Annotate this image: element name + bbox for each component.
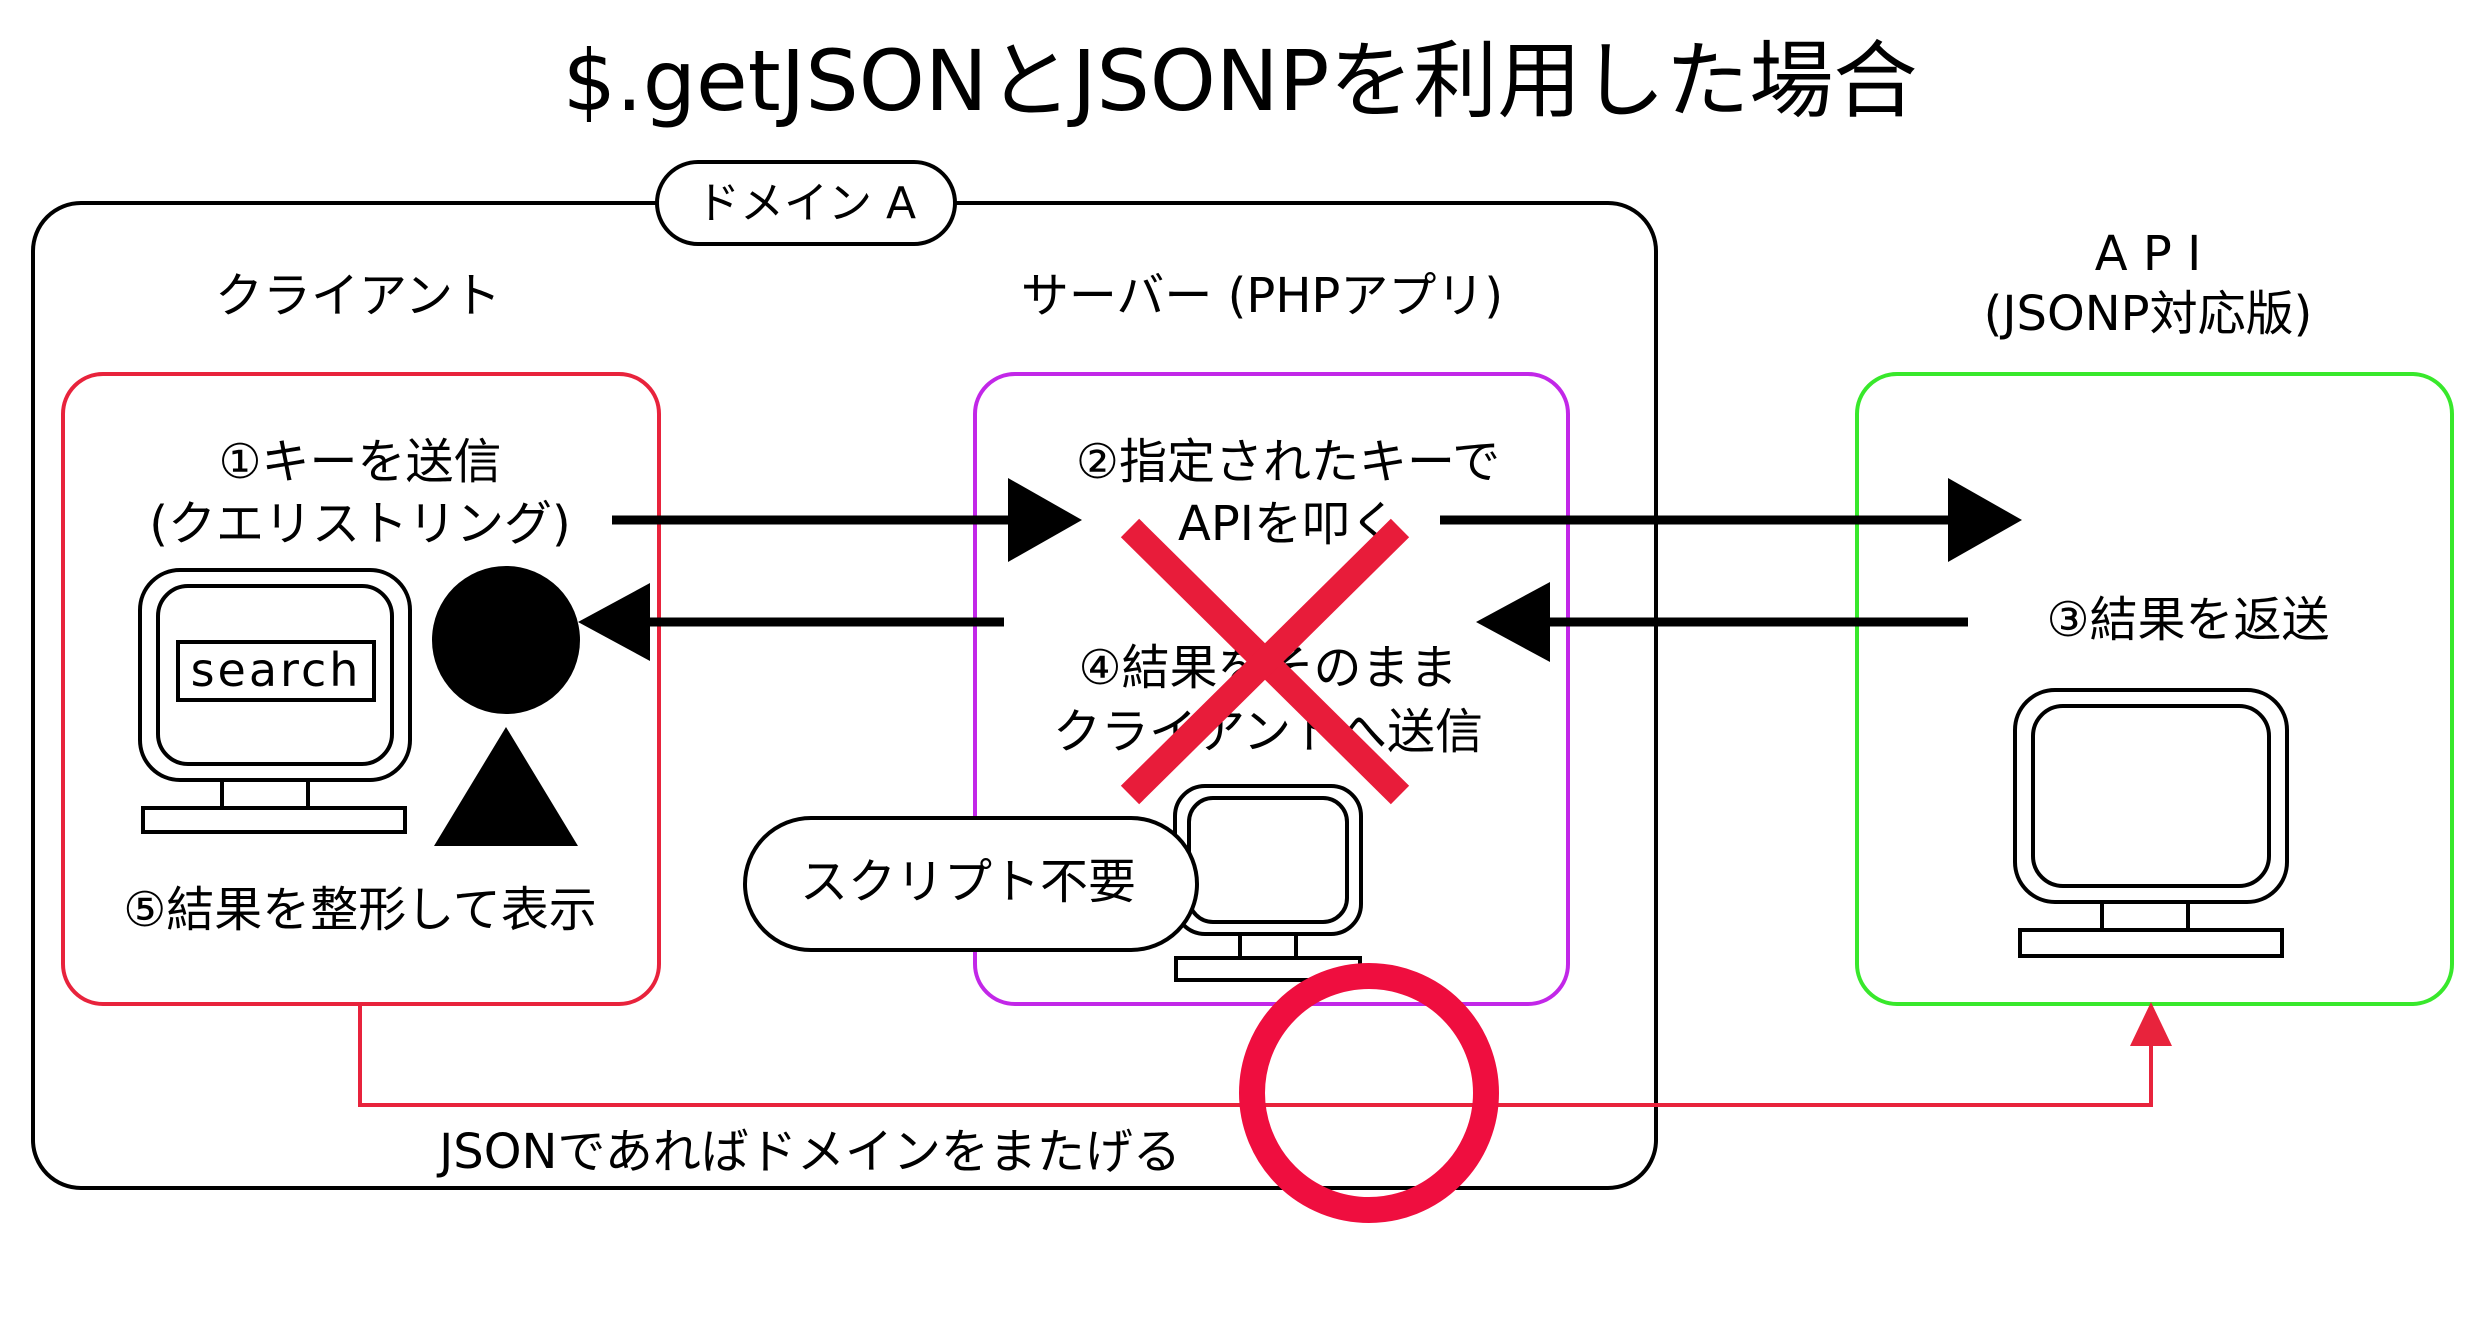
client-heading: クライアント	[215, 268, 501, 324]
script-unneeded-label: スクリプト不要	[800, 854, 1136, 910]
domain-label: ドメイン A	[696, 178, 916, 229]
arrow-client-to-server	[612, 478, 1082, 562]
client-step1-line1: ①キーを送信	[218, 434, 501, 490]
server-step4-line2: クライアントへ送信	[1053, 704, 1483, 760]
api-computer-icon	[2013, 688, 2289, 958]
user-icon	[432, 566, 580, 846]
arrow-api-to-server	[1476, 582, 1968, 662]
api-heading-line2: (JSONP対応版)	[1984, 286, 2313, 342]
server-computer-icon	[1173, 784, 1363, 982]
client-step1-line2: (クエリストリング)	[149, 496, 570, 552]
script-unneeded-bubble	[743, 816, 1199, 952]
client-step5: ⑤結果を整形して表示	[123, 882, 597, 938]
server-step2-line2: APIを叩く	[1178, 496, 1398, 552]
api-step3: ③結果を返送	[2046, 592, 2329, 648]
domain-label-pill	[655, 160, 957, 246]
arrow-server-to-api	[1440, 478, 2022, 562]
server-heading: サーバー (PHPアプリ)	[1021, 268, 1503, 324]
json-cross-domain-label: JSONであればドメインをまたげる	[436, 1124, 1181, 1180]
circle-mark-icon	[1239, 963, 1499, 1223]
search-text: search	[191, 643, 362, 697]
api-heading-line1: A P I	[2095, 226, 2201, 282]
cross-mark-icon	[1120, 518, 1410, 805]
server-box	[973, 372, 1570, 1006]
page-title: $.getJSONとJSONPを利用した場合	[563, 32, 1918, 130]
search-box	[176, 640, 376, 702]
arrow-server-to-client	[578, 583, 1004, 661]
server-step2-line1: ②指定されたキーで	[1076, 434, 1500, 490]
api-box	[1855, 372, 2454, 1006]
